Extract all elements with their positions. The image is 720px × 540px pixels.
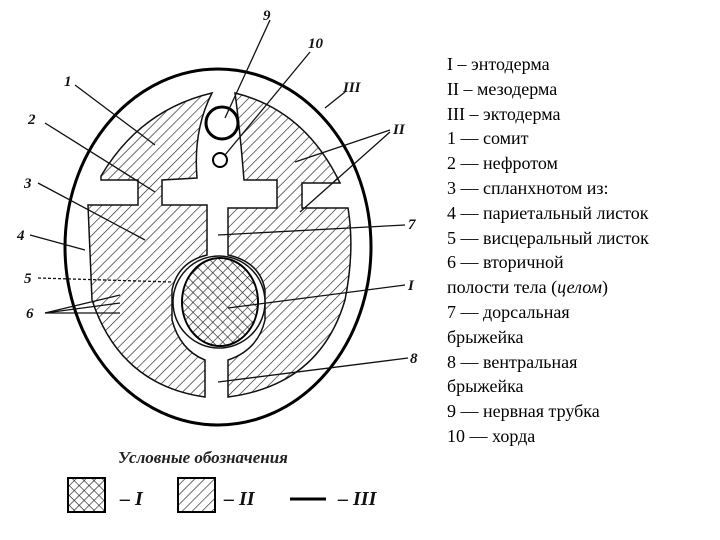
key-line: 2 — нефротом	[447, 153, 558, 174]
legend-label-I: – I	[119, 488, 144, 510]
key-line: III – эктодерма	[447, 103, 561, 124]
legend-swatch-endoderm	[67, 477, 106, 513]
label-2: 2	[27, 112, 36, 128]
ectoderm-outline	[63, 67, 373, 427]
mesoderm-left	[87, 91, 214, 398]
leader-lines	[29, 19, 409, 383]
label-III: III	[342, 80, 362, 96]
key-line: 10 — хорда	[447, 425, 536, 446]
key-line: 9 — нервная трубка	[447, 401, 600, 422]
key-list: I – энтодерма II – мезодерма III – эктод…	[447, 52, 649, 449]
label-3: 3	[23, 176, 32, 192]
key-line: полости тела (целом)	[447, 275, 649, 300]
key-line: 4 — париетальный листок	[447, 202, 649, 223]
key-line: брыжейка	[447, 326, 524, 347]
key-line: I – энтодерма	[447, 54, 550, 74]
key-text: )	[602, 277, 608, 298]
label-8: 8	[410, 351, 418, 367]
key-line: II – мезодерма	[447, 78, 558, 99]
key-line: 7 — дорсальная	[447, 301, 570, 322]
key-line: 3 — спланхнотом из:	[447, 177, 609, 198]
label-1: 1	[64, 74, 72, 90]
key-line: 8 — вентральная	[447, 351, 578, 372]
label-5: 5	[24, 271, 32, 287]
label-6: 6	[26, 306, 34, 322]
key-line: 1 — сомит	[447, 128, 529, 149]
notochord	[212, 152, 228, 168]
label-9: 9	[263, 8, 271, 24]
key-text-italic: целом	[557, 277, 602, 298]
legend-title: Условные обозначения	[118, 448, 288, 467]
label-4: 4	[16, 228, 25, 244]
mesoderm-right	[227, 92, 352, 398]
label-7: 7	[408, 217, 416, 233]
neural-tube	[204, 105, 240, 141]
legend-swatch-mesoderm	[177, 477, 216, 513]
key-text: полости тела (	[447, 277, 558, 298]
label-II: II	[392, 122, 406, 138]
label-I: I	[407, 278, 415, 294]
legend-label-II: – II	[223, 488, 256, 510]
legend-label-III: – III	[337, 488, 378, 510]
label-10: 10	[308, 36, 324, 52]
key-line: 6 — вторичной	[447, 252, 564, 273]
key-line: 5 — висцеральный листок	[447, 227, 649, 248]
key-line: брыжейка	[447, 376, 524, 397]
endoderm-gut	[181, 257, 259, 347]
